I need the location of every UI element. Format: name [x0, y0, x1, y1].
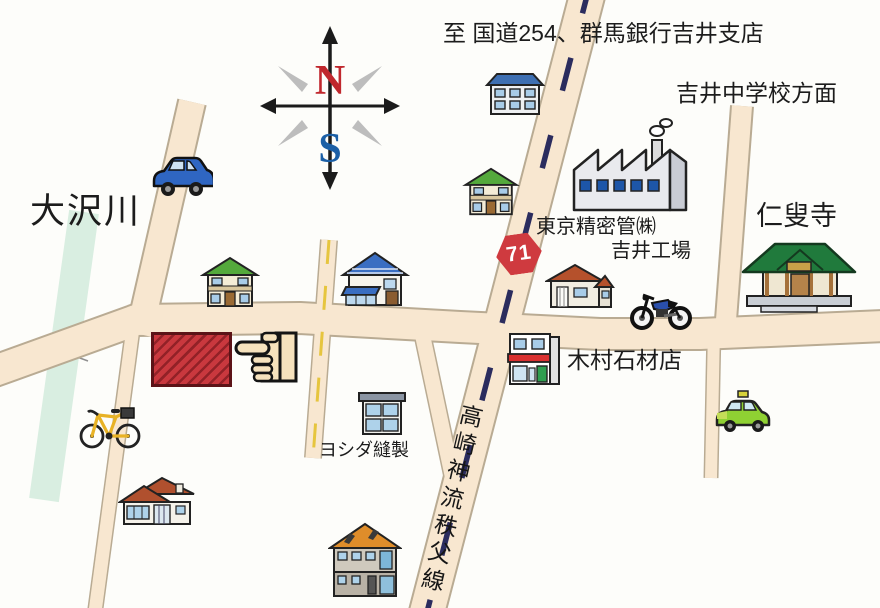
office-icon [356, 389, 410, 437]
bicycle-icon [78, 400, 142, 450]
school-direction-label: 吉井中学校方面 [676, 80, 837, 106]
temple-icon [739, 224, 859, 314]
destination-marker [151, 332, 232, 387]
house-green-b-icon [200, 255, 260, 310]
compass-south-label: S [318, 126, 341, 172]
motorcycle-icon [628, 285, 694, 331]
taxi-icon [713, 389, 773, 436]
factory-icon [566, 118, 694, 218]
house-green-a-icon [462, 166, 520, 218]
suv-car-icon [149, 149, 213, 199]
house-red-roof-icon [545, 261, 615, 313]
company-label-line2: 吉井工場 [611, 240, 691, 262]
store-icon [505, 330, 565, 388]
side-road-dash [311, 239, 331, 459]
sewing-shop-label: ヨシダ縫製 [319, 440, 409, 460]
main-road-dash [425, 0, 589, 608]
destination-note-label: 至 国道254、群馬銀行吉井支店 [443, 20, 764, 46]
compass-rose-icon: N S [256, 22, 404, 194]
temple-label: 仁叟寺 [756, 201, 837, 231]
house-blue-roof-icon [340, 249, 410, 313]
pointing-hand-icon [234, 329, 300, 385]
compass-north-label: N [315, 58, 345, 104]
company-label-line1: 東京精密管㈱ [536, 216, 656, 238]
apartment-icon [484, 70, 546, 118]
river-label: 大沢川 [30, 192, 142, 231]
house-orange-roof-icon [328, 518, 402, 602]
stone-shop-label: 木村石材店 [567, 347, 682, 373]
house-hip-roof-icon [118, 474, 198, 528]
route-number: 71 [504, 240, 534, 267]
